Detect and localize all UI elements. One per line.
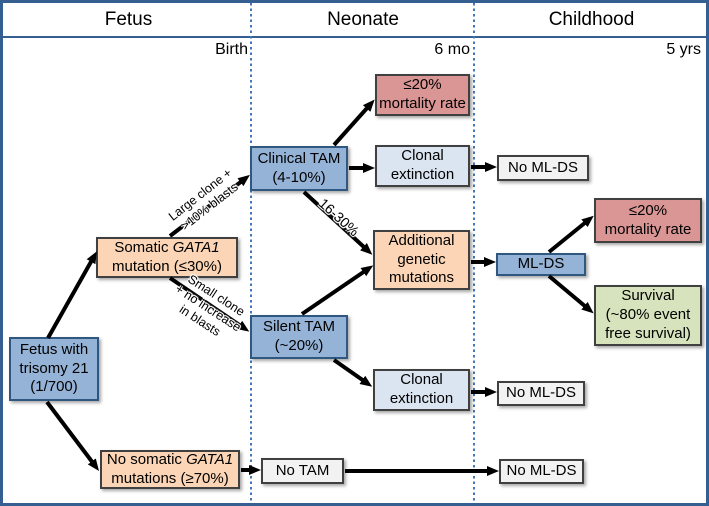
- node-clonal-extinction-2-label: Clonal extinction: [389, 371, 454, 407]
- node-no-tam-label: No TAM: [275, 461, 330, 479]
- node-fetus-label: Fetus with trisomy 21 (1/700): [19, 340, 89, 396]
- divider-birth-dotted-line: [250, 3, 252, 503]
- node-silent-tam: Silent TAM (~20%): [250, 315, 348, 359]
- node-survival: Survival (~80% event free survival): [594, 285, 702, 346]
- timepoint-5yrs: 5 yrs: [666, 41, 701, 58]
- node-clonal-extinction-2: Clonal extinction: [373, 369, 470, 411]
- node-survival-label: Survival (~80% event free survival): [605, 287, 691, 342]
- arrow-silent-to-additional-mutations: [300, 265, 374, 316]
- node-no-mlds-1-label: No ML-DS: [507, 158, 578, 176]
- divider-6mo-dotted-line: [473, 3, 475, 503]
- edge-label-16-30-percent: 16-30%: [315, 194, 363, 240]
- node-mortality-rate-mlds: ≤20% mortality rate: [594, 198, 702, 243]
- node-mortality-rate-tam-label: ≤20% mortality rate: [379, 76, 466, 112]
- node-no-tam: No TAM: [261, 458, 344, 484]
- stage-header-neonate: Neonate: [327, 9, 399, 30]
- node-additional-genetic-mutations: Additional genetic mutations: [373, 230, 470, 290]
- node-clinical-tam-label: Clinical TAM (4-10%): [257, 149, 341, 186]
- arrow-clinical-to-mortality: [332, 99, 375, 147]
- header-divider-line: [3, 36, 706, 38]
- node-mortality-rate-tam: ≤20% mortality rate: [375, 74, 470, 116]
- node-silent-tam-label: Silent TAM (~20%): [263, 318, 335, 354]
- arrow-fetus-to-somatic: [46, 251, 97, 339]
- node-no-mlds-3-label: No ML-DS: [506, 462, 577, 480]
- node-mortality-rate-mlds-label: ≤20% mortality rate: [604, 201, 692, 238]
- node-clinical-tam: Clinical TAM (4-10%): [250, 146, 348, 191]
- stage-header-fetus: Fetus: [104, 9, 153, 30]
- node-clonal-extinction-1-label: Clonal extinction: [390, 147, 455, 183]
- node-no-mlds-2-label: No ML-DS: [505, 384, 576, 402]
- node-fetus-trisomy21: Fetus with trisomy 21 (1/700): [9, 337, 99, 401]
- stage-header-childhood: Childhood: [548, 9, 635, 30]
- node-clonal-extinction-1: Clonal extinction: [375, 145, 470, 187]
- node-mlds: ML-DS: [496, 253, 586, 276]
- arrow-mlds-to-survival: [547, 274, 594, 314]
- node-no-mlds-2: No ML-DS: [497, 381, 585, 406]
- arrow-mlds-to-mortality: [547, 215, 594, 254]
- timepoint-birth: Birth: [215, 41, 248, 58]
- node-no-mlds-1: No ML-DS: [497, 155, 589, 181]
- node-additional-genetic-mutations-label: Additional genetic mutations: [388, 231, 455, 287]
- arrow-silent-to-clonal-extinction-2: [332, 358, 373, 387]
- node-mlds-label: ML-DS: [517, 255, 565, 273]
- edge-label-large-clone: Large clone + >10% blasts: [165, 165, 241, 233]
- timepoint-6mo: 6 mo: [434, 41, 470, 58]
- arrow-fetus-to-no-somatic: [45, 400, 100, 471]
- node-no-mlds-3: No ML-DS: [499, 459, 584, 484]
